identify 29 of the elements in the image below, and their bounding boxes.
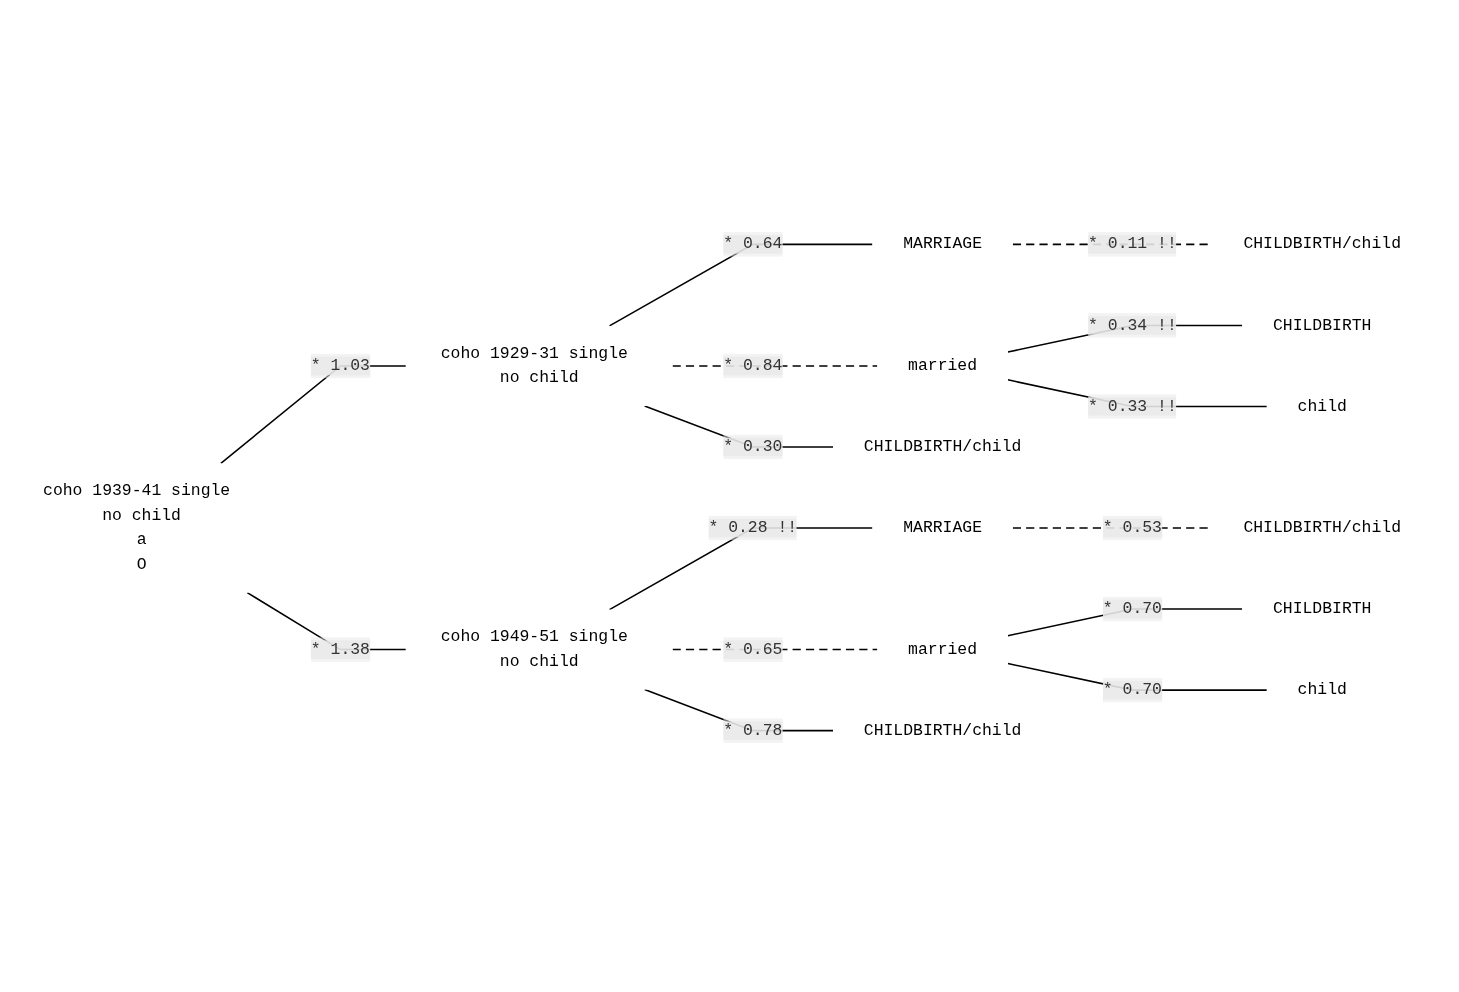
node-text: married [908, 356, 978, 376]
edge-label: * 0.64 [723, 235, 783, 254]
node-text: MARRIAGE [903, 518, 982, 538]
node-text: CHILDBIRTH/child [863, 721, 1022, 740]
edge-label: * 1.38 [310, 640, 370, 659]
edge-label: * 0.84 [723, 356, 783, 376]
edge-label: * 1.03 [310, 356, 370, 376]
edge-label: * 0.70 [1102, 599, 1162, 619]
edge-label: * 0.65 [723, 640, 783, 659]
edge-label: * 0.33 !! [1088, 397, 1177, 416]
node-text: CHILDBIRTH/child [863, 437, 1022, 457]
edge-label: * 0.78 [723, 721, 783, 740]
node-text: child [1297, 397, 1347, 416]
edge-label: * 0.34 !! [1088, 316, 1177, 335]
edge-label: * 0.28 !! [708, 518, 798, 538]
node-text: CHILDBIRTH/child [1243, 518, 1402, 538]
node-text: coho 1949-51 single no child [440, 628, 628, 672]
node-text: CHILDBIRTH [1272, 316, 1372, 335]
edge-label: * 0.53 [1102, 518, 1162, 538]
node-text: CHILDBIRTH/child [1243, 235, 1402, 254]
edge-label: * 0.70 [1102, 680, 1162, 700]
edge-label: * 0.30 [723, 437, 783, 457]
node-text: CHILDBIRTH [1272, 599, 1372, 619]
edge-label: * 0.11 !! [1088, 235, 1177, 254]
node-text: MARRIAGE [903, 235, 982, 254]
node-text: coho 1929-31 single no child [440, 344, 628, 388]
node-text: married [908, 640, 978, 659]
node-text: coho 1939-41 single no child a O [43, 481, 231, 575]
node-text: child [1297, 680, 1347, 700]
